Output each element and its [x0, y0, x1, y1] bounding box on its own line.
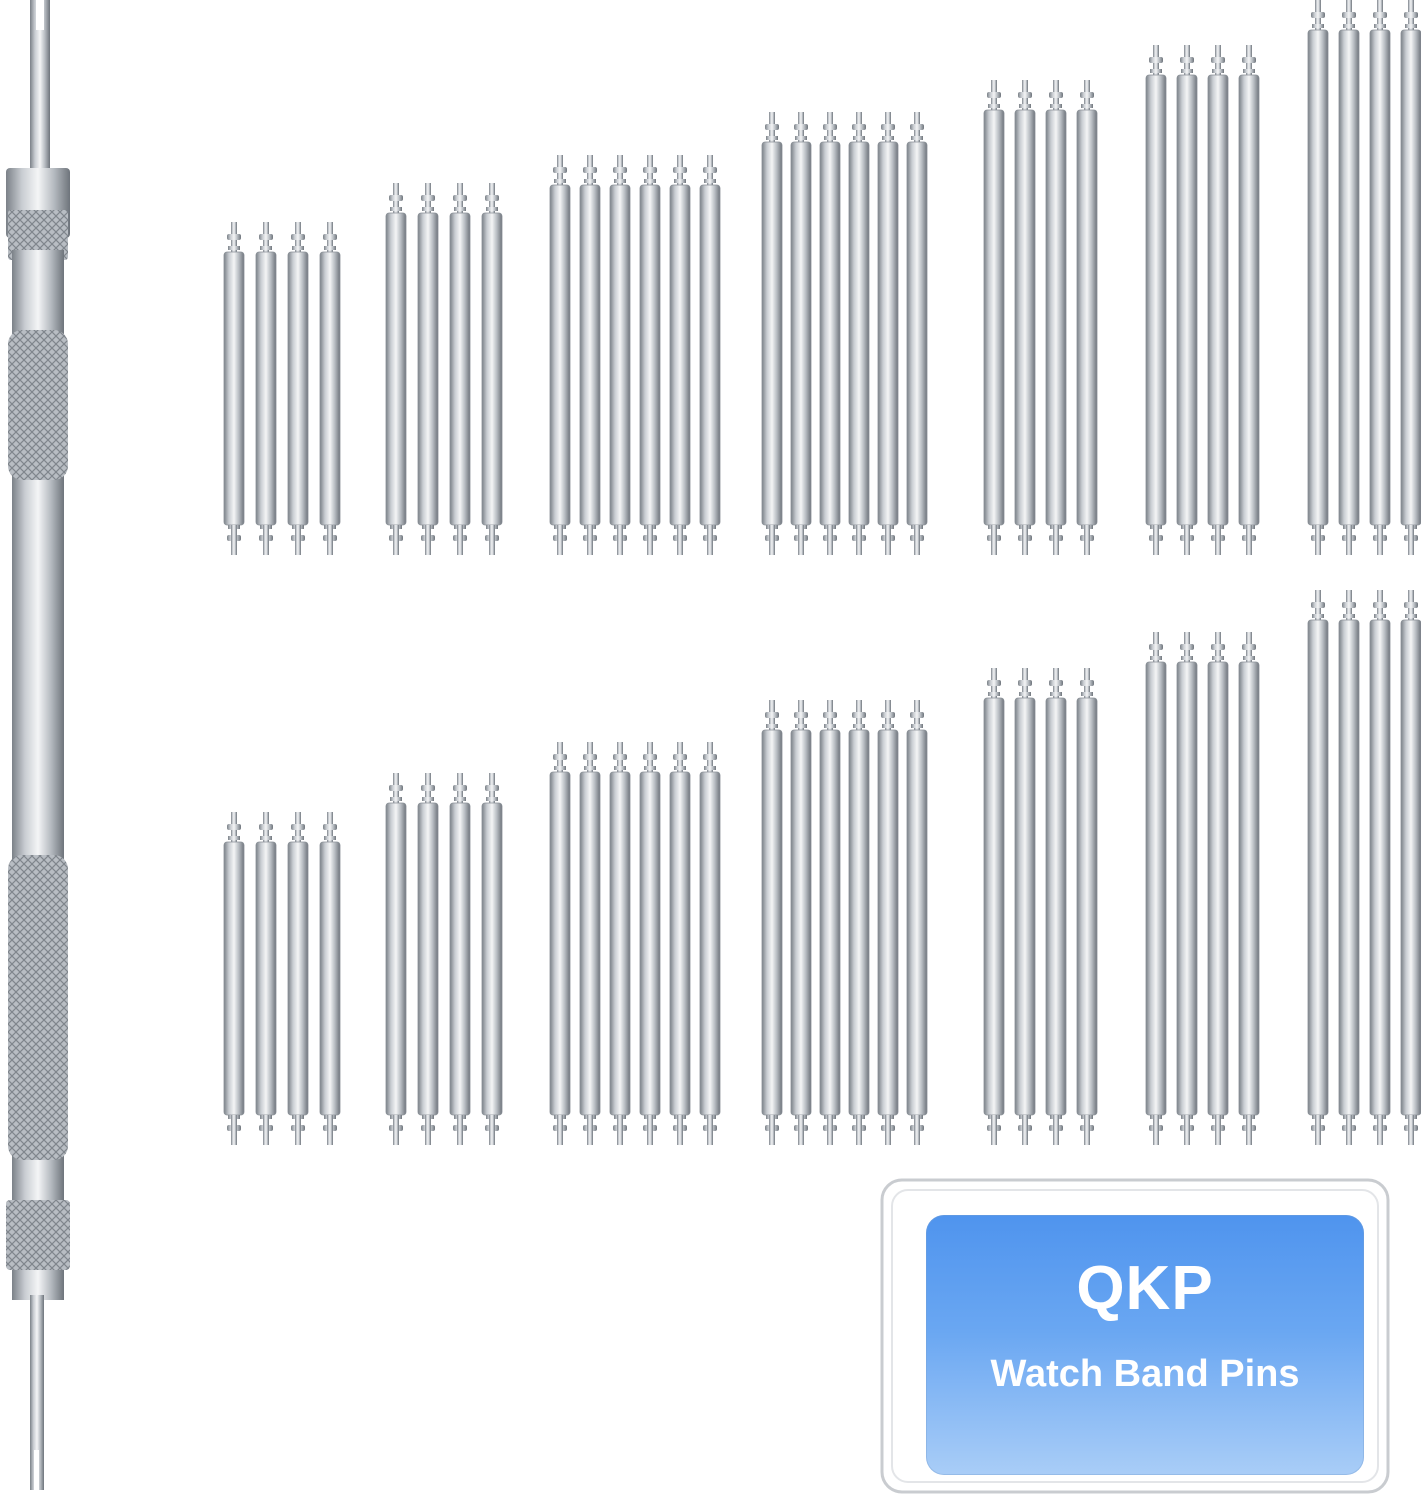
- spring-bar-pin: [639, 742, 661, 1145]
- spring-bar-pin: [1400, 590, 1421, 1145]
- spring-bar-pin: [1014, 668, 1036, 1145]
- spring-bar-pin: [1338, 590, 1360, 1145]
- spring-bar-pin: [385, 183, 407, 555]
- spring-bar-pin: [819, 112, 841, 555]
- spring-bar-pin: [1145, 632, 1167, 1145]
- spring-bar-pin: [1369, 0, 1391, 555]
- spring-bar-pin: [639, 155, 661, 555]
- spring-bar-pins: [223, 0, 1421, 1145]
- spring-bar-pin: [877, 112, 899, 555]
- spring-bar-pin: [1145, 45, 1167, 555]
- spring-bar-pin: [669, 742, 691, 1145]
- spring-bar-pin: [983, 668, 1005, 1145]
- spring-bar-pin: [877, 700, 899, 1145]
- spring-bar-pin: [255, 222, 277, 555]
- spring-bar-pin: [669, 155, 691, 555]
- spring-bar-pin: [579, 155, 601, 555]
- spring-bar-pin: [223, 812, 245, 1145]
- spring-bar-pin: [761, 112, 783, 555]
- spring-bar-pin: [819, 700, 841, 1145]
- spring-bar-pin: [255, 812, 277, 1145]
- spring-bar-pin: [1176, 45, 1198, 555]
- pin-box-label: QKP Watch Band Pins: [926, 1215, 1364, 1475]
- spring-bar-pin: [1369, 590, 1391, 1145]
- spring-bar-pin: [906, 700, 928, 1145]
- spring-bar-pin: [549, 742, 571, 1145]
- spring-bar-pin: [1307, 0, 1329, 555]
- spring-bar-pin: [1238, 632, 1260, 1145]
- spring-bar-pin: [1014, 80, 1036, 555]
- spring-bar-pin: [579, 742, 601, 1145]
- spring-bar-pin: [983, 80, 1005, 555]
- spring-bar-pin: [417, 183, 439, 555]
- spring-bar-pin: [1400, 0, 1421, 555]
- spring-bar-pin: [385, 773, 407, 1145]
- spring-bar-pin: [848, 700, 870, 1145]
- brand-name: QKP: [1076, 1254, 1214, 1323]
- spring-bar-pin: [1176, 632, 1198, 1145]
- spring-bar-pin: [1076, 668, 1098, 1145]
- spring-bar-pin: [1238, 45, 1260, 555]
- spring-bar-pin: [1307, 590, 1329, 1145]
- spring-bar-pin: [287, 222, 309, 555]
- spring-bar-pin: [699, 155, 721, 555]
- spring-bar-pin: [609, 155, 631, 555]
- spring-bar-pin: [481, 183, 503, 555]
- spring-bar-pin: [449, 773, 471, 1145]
- spring-bar-pin: [761, 700, 783, 1145]
- product-name: Watch Band Pins: [990, 1353, 1300, 1395]
- spring-bar-tool-icon: [6, 0, 70, 1490]
- spring-bar-pin: [1207, 632, 1229, 1145]
- spring-bar-pin: [549, 155, 571, 555]
- spring-bar-pin: [1207, 45, 1229, 555]
- spring-bar-pin: [1045, 80, 1067, 555]
- spring-bar-pin: [481, 773, 503, 1145]
- spring-bar-pin: [790, 700, 812, 1145]
- spring-bar-pin: [1076, 80, 1098, 555]
- spring-bar-pin: [319, 222, 341, 555]
- spring-bar-pin: [906, 112, 928, 555]
- spring-bar-pin: [1045, 668, 1067, 1145]
- spring-bar-pin: [449, 183, 471, 555]
- spring-bar-pin: [848, 112, 870, 555]
- spring-bar-pin: [1338, 0, 1360, 555]
- spring-bar-pin: [287, 812, 309, 1145]
- spring-bar-pin: [223, 222, 245, 555]
- spring-bar-pin: [609, 742, 631, 1145]
- spring-bar-pin: [790, 112, 812, 555]
- spring-bar-pin: [417, 773, 439, 1145]
- spring-bar-pin: [699, 742, 721, 1145]
- spring-bar-pin: [319, 812, 341, 1145]
